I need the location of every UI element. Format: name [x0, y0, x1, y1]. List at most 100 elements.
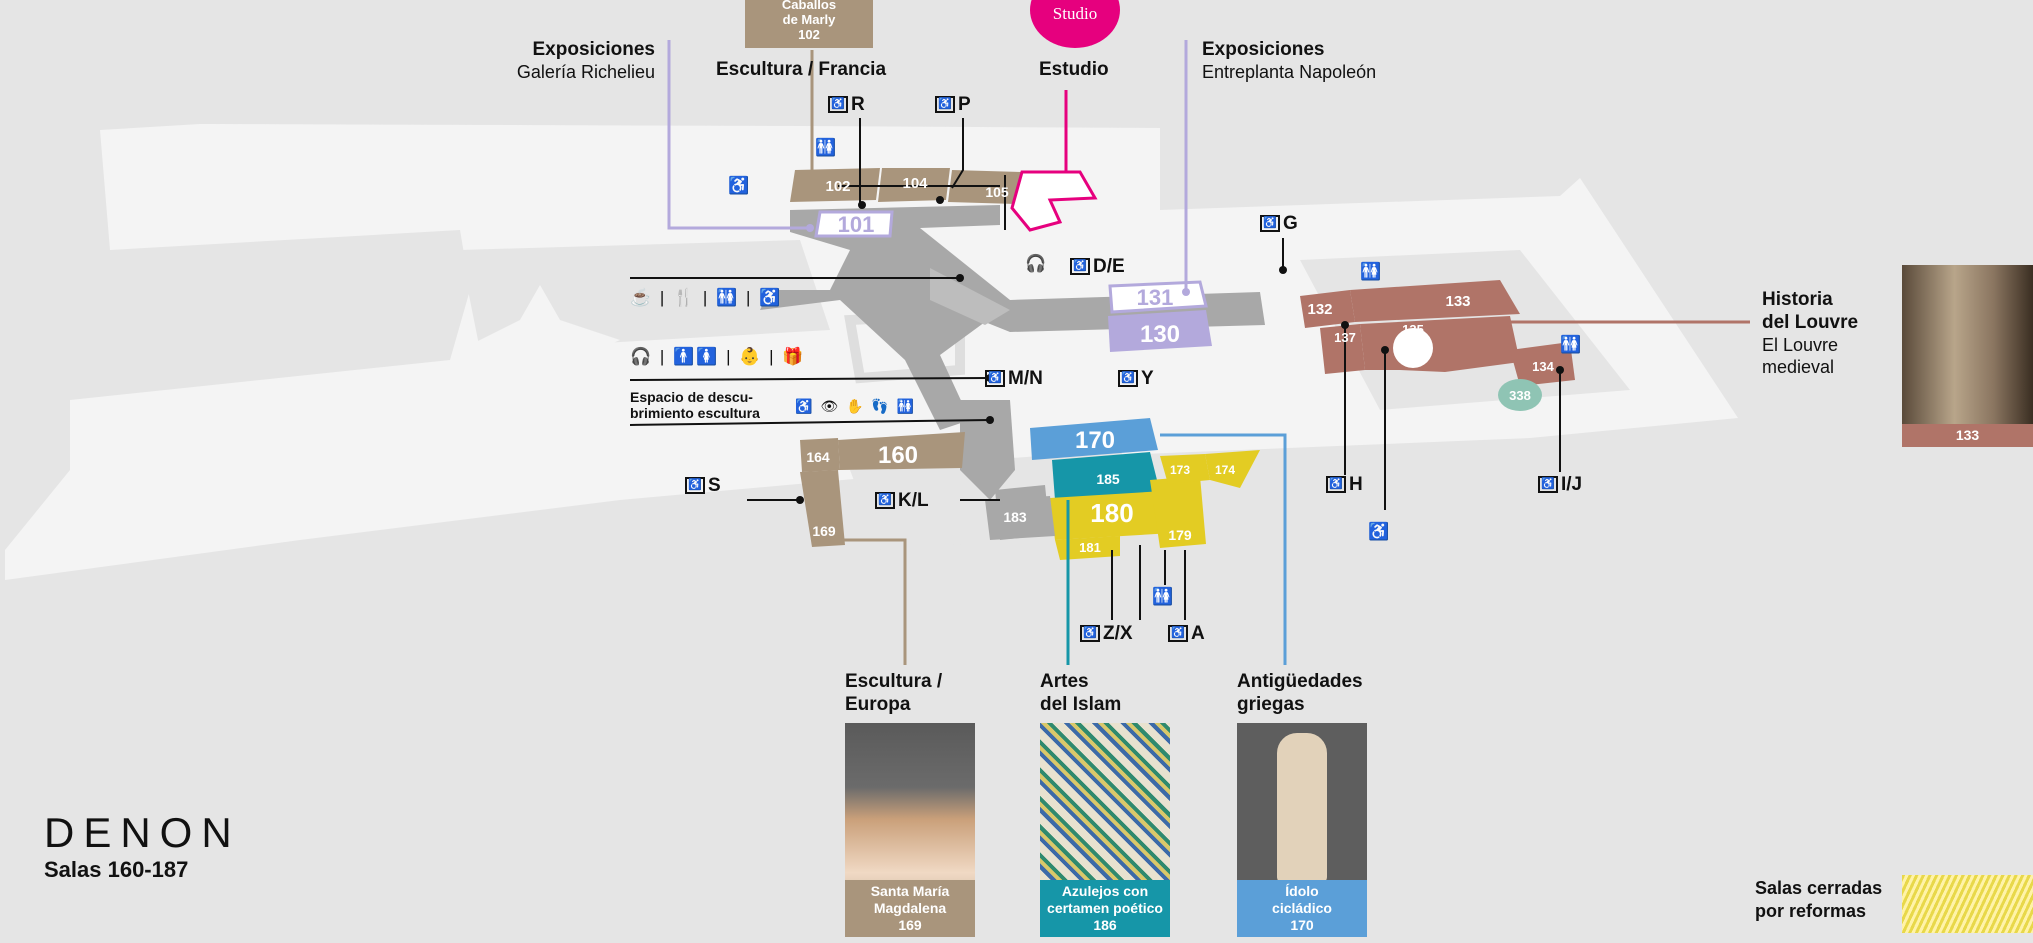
room-169[interactable]: [800, 470, 845, 547]
wheelchair-lift-icon: ♿: [1118, 370, 1138, 388]
label-estudio: Estudio: [1039, 59, 1109, 80]
room-338[interactable]: [1498, 379, 1542, 411]
historia-l2: del Louvre: [1762, 312, 1859, 333]
access-MN[interactable]: ♿M/N: [985, 368, 1043, 390]
room-label-164: 164: [806, 449, 830, 465]
access-KL[interactable]: ♿K/L: [875, 490, 929, 512]
room-label-179: 179: [1168, 527, 1192, 543]
room-studio[interactable]: [1010, 170, 1098, 232]
legend-l1: Salas cerradas: [1755, 878, 1883, 898]
discovery-icons: ♿ 👁 ✋ 👣 🚻: [795, 398, 917, 414]
label-historia: Historia del Louvre El Louvre medieval: [1762, 288, 1858, 378]
room-label-174: 174: [1215, 463, 1235, 477]
corridor: [760, 205, 1265, 430]
services-row-1: ☕ | 🍴 | 🚻 | ♿: [630, 288, 783, 307]
wheelchair-lift-icon: ♿: [1538, 476, 1558, 494]
discovery-space-label: Espacio de descu- brimiento escultura: [630, 389, 760, 421]
access-IJ[interactable]: ♿I/J: [1538, 474, 1582, 496]
room-label-132: 132: [1307, 301, 1332, 318]
marly-box[interactable]: Caballos de Marly 102: [745, 0, 873, 48]
room-134[interactable]: [1510, 342, 1575, 386]
access-R[interactable]: ♿R: [828, 94, 865, 116]
access-R-label: R: [851, 94, 865, 115]
access-Y[interactable]: ♿Y: [1118, 368, 1154, 390]
room-179[interactable]: [1150, 476, 1206, 548]
star-hall: [460, 285, 620, 405]
artwork-caption-l1: Ídolo: [1285, 883, 1319, 899]
room-185[interactable]: [1052, 452, 1160, 500]
restroom-icon: 🚻: [1560, 335, 1584, 354]
artwork-caption-num: 186: [1093, 917, 1117, 933]
exp-richelieu-sub: Galería Richelieu: [516, 62, 655, 82]
room-102[interactable]: [790, 168, 880, 202]
restroom-icon: 🚻: [815, 138, 839, 157]
access-H[interactable]: ♿H: [1326, 474, 1363, 496]
room-160[interactable]: [838, 432, 965, 470]
artwork-caption-l1: Santa María: [870, 883, 950, 899]
room-132[interactable]: [1300, 290, 1355, 328]
access-DE[interactable]: ♿D/E: [1070, 256, 1125, 278]
room-174[interactable]: [1205, 450, 1260, 488]
leader-richelieu: [667, 40, 810, 230]
label-antiguedades-griegas: Antigüedades griegas: [1237, 670, 1363, 716]
griegas-l1: Antigüedades: [1237, 671, 1363, 692]
exp-napoleon-title: Exposiciones: [1202, 39, 1325, 60]
access-S[interactable]: ♿S: [685, 475, 721, 497]
room-131[interactable]: [1108, 280, 1208, 314]
historia-l1: Historia: [1762, 289, 1833, 310]
legend-l2: por reformas: [1755, 901, 1867, 921]
access-A[interactable]: ♿A: [1168, 623, 1205, 645]
room-101[interactable]: [814, 210, 894, 238]
room-label-105: 105: [985, 184, 1009, 200]
wheelchair-lift-icon: ♿: [1326, 476, 1346, 494]
room-135-hole: [1393, 328, 1433, 368]
room-133[interactable]: [1350, 280, 1520, 322]
room-164[interactable]: [800, 438, 840, 472]
artwork-caption: Ídolo cicládico 170: [1237, 880, 1367, 937]
historia-l4: medieval: [1762, 357, 1835, 377]
room-label-185: 185: [1096, 471, 1120, 487]
room-130[interactable]: [1108, 310, 1212, 352]
room-173[interactable]: [1160, 454, 1210, 484]
photo-card-133[interactable]: 133: [1902, 265, 2033, 447]
wheelchair-lift-icon: ♿: [935, 96, 955, 114]
label-artes-islam: Artes del Islam: [1040, 670, 1121, 716]
label-escultura-francia: Escultura / Francia: [716, 59, 887, 80]
room-170[interactable]: [1030, 418, 1158, 460]
access-KL-label: K/L: [898, 490, 929, 511]
access-G[interactable]: ♿G: [1260, 213, 1298, 235]
room-label-104: 104: [902, 175, 928, 192]
junction-dots: [796, 196, 1564, 504]
artwork-card-magdalena[interactable]: Santa María Magdalena 169: [845, 723, 975, 937]
room-183[interactable]: [985, 496, 1055, 540]
room-137[interactable]: [1320, 324, 1365, 374]
accessible-entry-icon: ♿: [728, 176, 752, 195]
room-label-130: 130: [1140, 321, 1180, 348]
access-P[interactable]: ♿P: [935, 94, 971, 116]
room-label-135: 135: [1402, 322, 1424, 337]
building-floor: [5, 124, 1738, 580]
room-label-173: 173: [1170, 463, 1190, 477]
room-label-160: 160: [878, 442, 918, 469]
access-G-label: G: [1283, 213, 1298, 234]
access-ZX[interactable]: ♿Z/X: [1080, 623, 1133, 645]
access-S-label: S: [708, 475, 721, 496]
artwork-card-azulejos[interactable]: Azulejos con certamen poético 186: [1040, 723, 1170, 937]
label-escultura-europa: Escultura / Europa: [845, 670, 942, 716]
griegas-l2: griegas: [1237, 694, 1305, 715]
room-label-170: 170: [1075, 427, 1115, 454]
room-label-102: 102: [825, 178, 850, 195]
artwork-caption-l2: Magdalena: [873, 900, 947, 916]
access-P-label: P: [958, 94, 971, 115]
wheelchair-lift-icon: ♿: [685, 477, 705, 495]
artwork-caption-l2: certamen poético: [1047, 900, 1163, 916]
room-181[interactable]: [1055, 536, 1120, 560]
restroom-icon: 🚻: [1360, 262, 1384, 281]
islam-l2: del Islam: [1040, 694, 1122, 715]
artwork-card-idolo[interactable]: Ídolo cicládico 170: [1237, 723, 1367, 937]
access-MN-label: M/N: [1008, 368, 1043, 389]
artwork-caption-l1: Azulejos con: [1061, 883, 1149, 899]
artwork-caption-num: 169: [898, 917, 922, 933]
leader-lines: [629, 118, 1561, 620]
room-label-183: 183: [1003, 509, 1027, 525]
